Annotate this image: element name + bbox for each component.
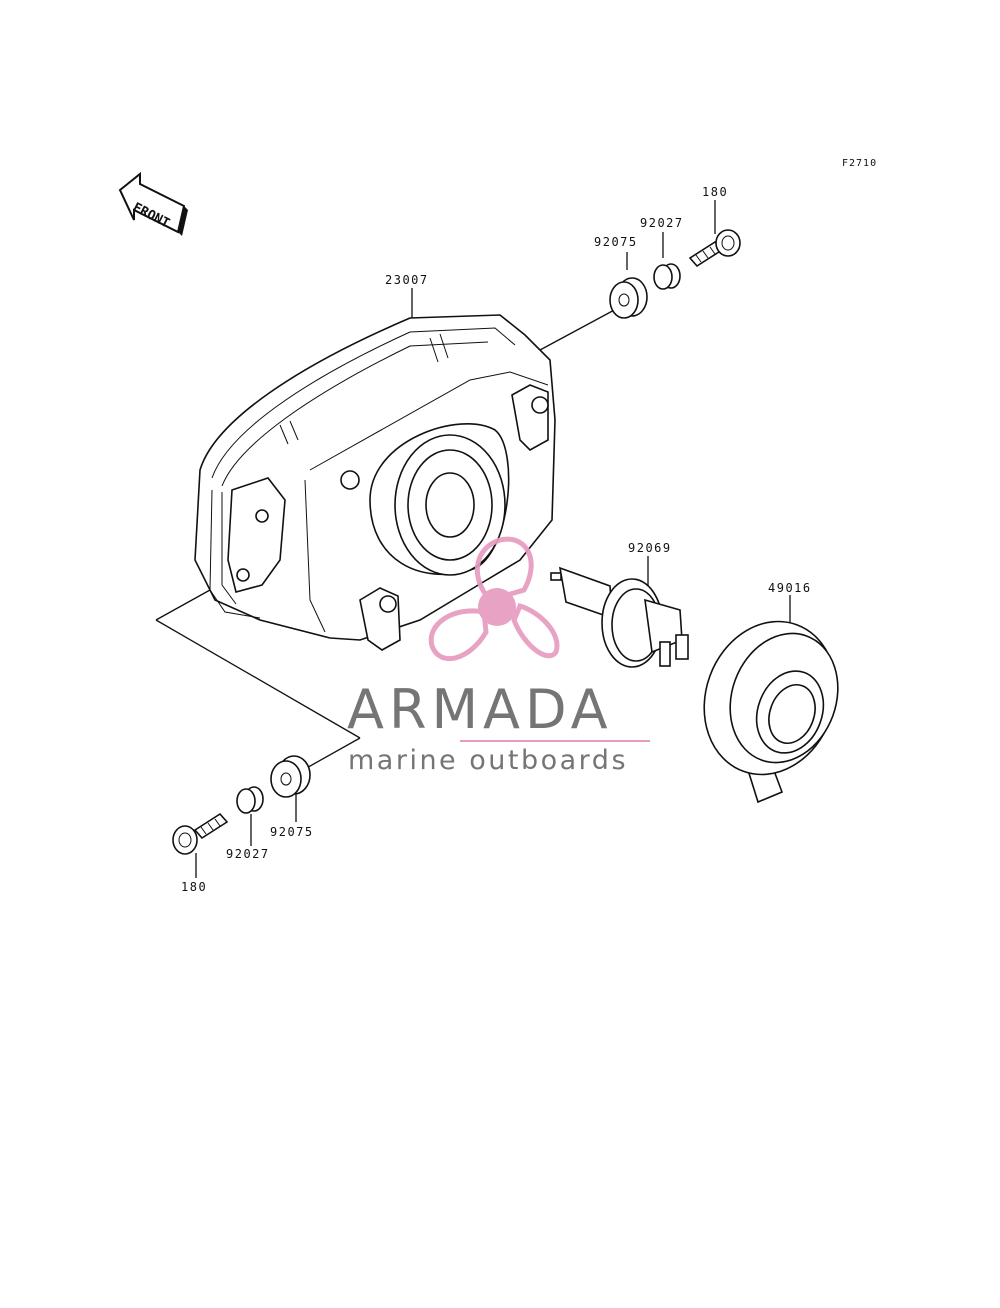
watermark-subtitle: marine outboards [348, 745, 628, 776]
propeller-logo-icon [428, 536, 560, 662]
label-bolt-top: 180 [702, 185, 728, 199]
reflector [369, 423, 510, 576]
bulb-socket [550, 566, 689, 668]
front-arrow-icon: FRONT [118, 171, 188, 236]
mounting-boss-bottom [359, 587, 401, 651]
watermark: ARMADA marine outboards [347, 536, 650, 776]
grommet-bottom [270, 755, 311, 798]
bolt-bottom [172, 812, 229, 855]
label-grommet-top: 92075 [594, 235, 638, 249]
mounting-boss-top [511, 384, 549, 451]
collar-top [653, 263, 681, 290]
bolt-top [688, 229, 741, 268]
watermark-title: ARMADA [347, 678, 613, 741]
label-cover-ring: 49016 [768, 581, 812, 595]
leader-lines [155, 200, 791, 878]
side-bracket [227, 477, 286, 593]
figure-ref: F2710 [842, 158, 877, 169]
label-headlight-housing: 23007 [385, 273, 429, 287]
label-grommet-bottom: 92075 [270, 825, 314, 839]
headlight-housing [194, 314, 556, 651]
grommet-top [609, 277, 648, 319]
collar-bottom [236, 786, 264, 814]
label-collar-bottom: 92027 [226, 847, 270, 861]
cover-ring [703, 620, 839, 804]
label-bolt-bottom: 180 [181, 880, 207, 894]
label-bulb-socket: 92069 [628, 541, 672, 555]
label-collar-top: 92027 [640, 216, 684, 230]
